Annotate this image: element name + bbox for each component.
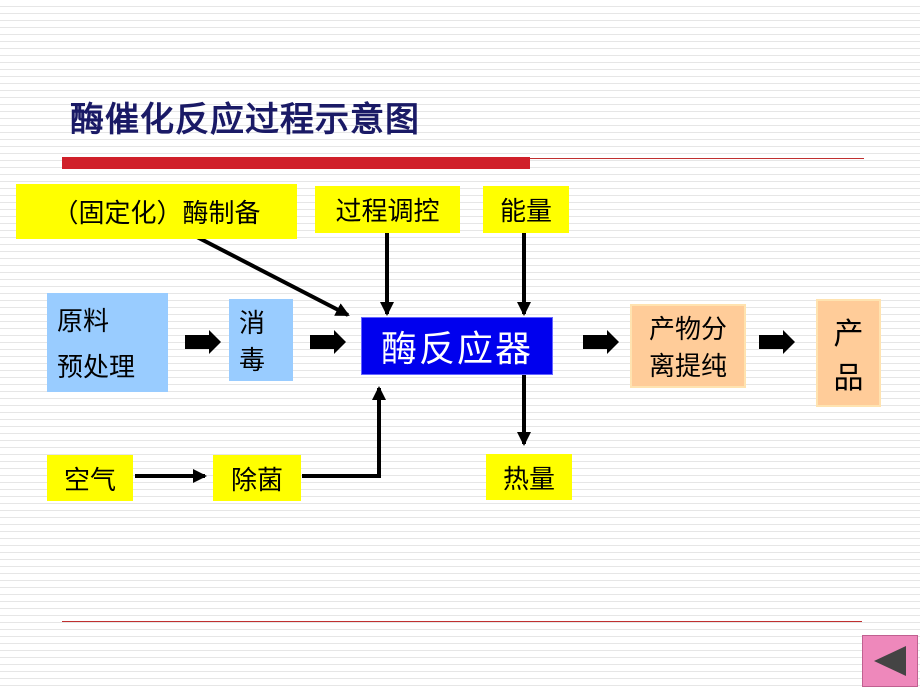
energy-label: 能量 <box>499 197 552 227</box>
separation-label-line2: 离提纯 <box>648 352 727 382</box>
product-box: 产 品 <box>816 299 881 407</box>
block-arrow-disinfect-to-reactor <box>310 330 346 354</box>
arrow-enzyme-to-reactor <box>194 234 350 317</box>
process-control-label: 过程调控 <box>335 197 440 227</box>
title-underline-thick <box>62 157 530 169</box>
sterilization-label: 除菌 <box>230 465 283 496</box>
air-label: 空气 <box>63 465 116 496</box>
product-label-line2: 品 <box>833 361 864 396</box>
raw-material-pretreatment-box: 原料 预处理 <box>47 293 168 392</box>
triangle-left-icon <box>874 646 906 676</box>
energy-box: 能量 <box>483 186 569 233</box>
separation-label-line1: 产物分 <box>648 315 727 345</box>
process-control-box: 过程调控 <box>315 186 460 233</box>
previous-slide-button[interactable] <box>862 635 918 687</box>
heat-label: 热量 <box>502 464 555 495</box>
disinfection-label-line2: 毒 <box>239 346 266 376</box>
arrow-sterilize-to-reactor <box>302 386 386 478</box>
page-title: 酶催化反应过程示意图 <box>70 100 420 140</box>
block-arrow-reactor-to-separation <box>583 330 619 354</box>
disinfection-label-line1: 消 <box>239 309 266 339</box>
raw-material-label-line1: 原料 <box>57 307 110 338</box>
disinfection-box: 消 毒 <box>229 299 293 381</box>
heat-box: 热量 <box>486 454 572 500</box>
air-box: 空气 <box>47 455 133 501</box>
block-arrow-separation-to-product <box>759 330 795 354</box>
product-label-line1: 产 <box>833 317 864 352</box>
enzyme-preparation-label: （固定化）酶制备 <box>52 199 261 229</box>
enzyme-reactor-label: 酶反应器 <box>380 329 533 370</box>
enzyme-preparation-box: （固定化）酶制备 <box>16 184 297 239</box>
sterilization-box: 除菌 <box>213 455 301 501</box>
footer-divider <box>62 621 862 622</box>
product-separation-box: 产物分 离提纯 <box>630 304 746 388</box>
enzyme-reactor-box: 酶反应器 <box>361 317 553 375</box>
title-underline-thin <box>530 158 864 159</box>
raw-material-label-line2: 预处理 <box>57 352 136 383</box>
block-arrow-raw-to-disinfect <box>185 330 221 354</box>
